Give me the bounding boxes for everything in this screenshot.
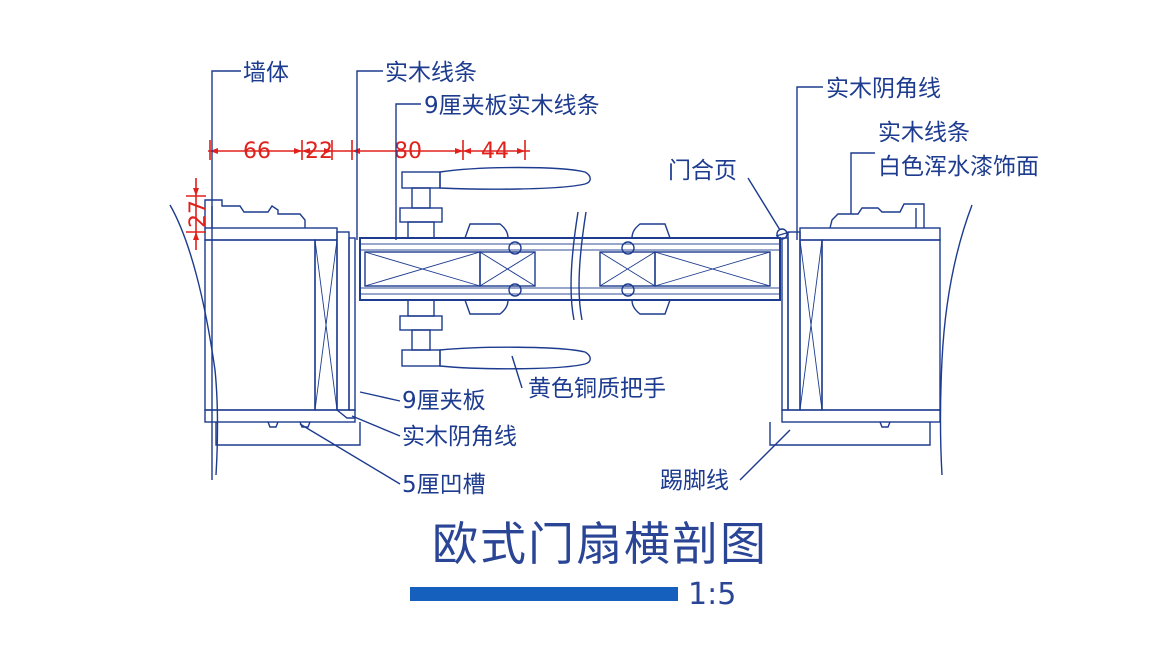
label-wall: 墙体	[243, 60, 289, 86]
label-door-hinge: 门合页	[668, 158, 737, 184]
label-solid-wood-cove-left: 实木阴角线	[402, 424, 517, 450]
label-solid-wood-cove-right: 实木阴角线	[826, 76, 941, 102]
dim-22: 22	[305, 139, 333, 164]
left-wall	[169, 199, 361, 476]
label-plywood-9-trim: 9厘夹板实木线条	[424, 93, 600, 119]
label-white-paint-finish: 白色浑水漆饰面	[878, 154, 1039, 180]
label-skirting: 踢脚线	[660, 468, 729, 494]
label-brass-handle: 黄色铜质把手	[528, 376, 666, 402]
brass-handle	[399, 166, 591, 370]
label-groove-5: 5厘凹槽	[402, 472, 486, 498]
dim-27: 27	[186, 200, 211, 228]
dim-80: 80	[394, 139, 422, 164]
door-hinge	[775, 228, 791, 240]
scale-label: 1:5	[688, 577, 736, 612]
scale-bar	[410, 587, 678, 601]
dimension-lines	[186, 140, 530, 250]
drawing-title: 欧式门扇横剖图	[432, 517, 768, 571]
door-leaf	[359, 211, 781, 321]
label-solid-wood-trim-right: 实木线条	[878, 120, 970, 146]
leader-lines	[211, 70, 875, 485]
label-plywood-9: 9厘夹板	[402, 388, 486, 414]
dim-66: 66	[243, 139, 271, 164]
dim-44: 44	[481, 139, 509, 164]
label-solid-wood-trim-top: 实木线条	[385, 60, 477, 86]
right-wall	[769, 203, 973, 476]
